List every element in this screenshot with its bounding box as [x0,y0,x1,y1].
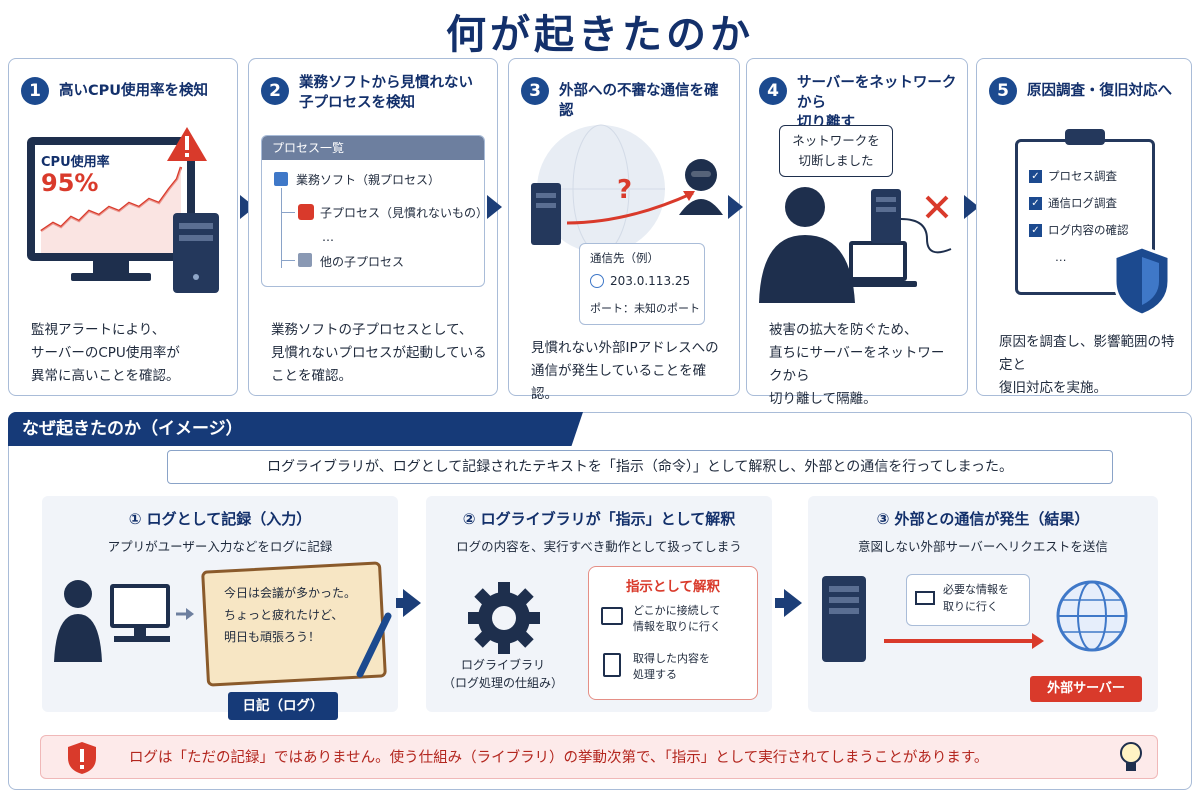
shield-icon [1113,245,1171,317]
destination-ip: 203.0.113.25 [610,274,691,288]
page-title: 何が起きたのか [446,12,754,58]
globe-icon [531,124,723,253]
panel-log-record: ① ログとして記録（入力） アプリがユーザー入力などをログに記録 今日は会議が多… [42,496,398,720]
diary-text: 今日は会議が多かった。 ちょっと疲れたけど、 明日も頑張ろう！ [224,582,356,648]
checkbox-icon: ✓ [1029,224,1042,237]
user-at-computer-icon [54,580,194,662]
step-title: 外部への不審な通信を確認 [559,83,719,119]
flow-arrow [403,589,421,617]
step-title: 高いCPU使用率を検知 [59,83,209,99]
why-summary: ログライブラリが、ログとして記録されたテキストを「指示（命令）」として解釈し、外… [167,450,1113,484]
step-description: 被害の拡大を防ぐため、 直ちにサーバーをネットワークから 切り離して隔離。 [769,322,945,407]
panel-title: ③ 外部との通信が発生（結果） [876,510,1090,528]
step-title: 業務ソフトから見慣れない 子プロセスを検知 [299,75,473,111]
step-card-4: 4 サーバーをネットワークから 切り離す ネットワークを 切断しました 被害の拡… [746,58,968,407]
step-number: 2 [261,77,289,105]
parent-process: 業務ソフト（親プロセス） [296,173,441,187]
diary-line: 明日も頑張ろう！ [224,630,321,644]
document-list-icon [603,653,621,677]
step-number: 1 [21,77,49,105]
mail-icon [915,591,935,605]
step-card-1: 1 高いCPU使用率を検知 CPU使用率 95% 監視アラートにより、 サーバー… [8,58,238,396]
flow-arrow [784,589,802,617]
step-description: 業務ソフトの子プロセスとして、 見慣れないプロセスが起動している ことを確認。 [271,322,487,384]
bubble-item: どこかに接続して 情報を取りに行く [633,604,721,633]
step-card-2: 2 業務ソフトから見慣れない 子プロセスを検知 プロセス一覧 業務ソフト（親プロ… [248,58,498,396]
diary-label: 日記（ログ） [228,692,338,720]
malware-process-icon [298,204,314,220]
pen-icon [356,612,392,678]
process-icon [298,253,312,267]
question-mark: ? [617,175,633,205]
panel-subtitle: ログの内容を、実行すべき動作として扱ってしまう [456,539,742,554]
diary-line: ちょっと疲れたけど、 [224,608,344,622]
checkbox-icon: ✓ [1029,197,1042,210]
process-ellipsis: … [322,230,334,244]
external-server-label: 外部サーバー [1030,676,1142,702]
step-number: 4 [759,77,787,105]
speech-bubble: ネットワークを 切断しました [779,125,893,177]
request-box: 必要な情報を 取りに行く [906,574,1030,626]
warning-shield-icon [68,742,96,774]
checklist-item: ✓プロセス調査 [1029,163,1129,190]
step-title: サーバーをネットワークから 切り離す [797,75,957,131]
flow-arrow [487,195,502,219]
cpu-value: 95% [41,169,99,197]
request-arrow [1032,633,1044,649]
parent-process-icon [274,172,288,186]
lightbulb-icon [1120,742,1142,771]
library-label: ログライブラリ （ログ処理の仕組み） [442,658,563,690]
destination-label: 通信先（例） [590,251,659,265]
step-number: 3 [521,77,549,105]
cpu-monitor-icon [27,127,219,293]
diary-line: 今日は会議が多かった。 [224,586,357,600]
step-title: 原因調査・復旧対応へ [1027,83,1172,99]
checkbox-icon: ✓ [1029,170,1042,183]
flow-arrow [728,195,743,219]
child-process: 子プロセス（見慣れないもの） [320,206,485,220]
interpret-bubble: 指示として解釈 どこかに接続して 情報を取りに行く 取得した内容を 処理する [588,566,758,700]
panel-interpret: ② ログライブラリが「指示」として解釈 ログの内容を、実行すべき動作として扱って… [426,496,772,712]
process-list-header: プロセス一覧 [262,136,484,160]
step-description: 原因を調査し、影響範囲の特定と 復旧対応を実施。 [999,334,1175,396]
bubble-item: 取得した内容を 処理する [633,652,710,681]
cpu-label: CPU使用率 [41,155,110,170]
destination-box: 通信先（例） 203.0.113.25 ポート：未知のポート [579,243,705,325]
step-card-5: 5 原因調査・復旧対応へ ✓プロセス調査 ✓通信ログ調査 ✓ログ内容の確認 … … [976,58,1192,396]
checklist: ✓プロセス調査 ✓通信ログ調査 ✓ログ内容の確認 … [1029,163,1129,271]
gear-icon [468,582,540,654]
request-text: 必要な情報を 取りに行く [943,583,1009,613]
panel-title: ① ログとして記録（入力） [128,510,312,528]
panel-title: ② ログライブラリが「指示」として解釈 [462,510,736,528]
why-header: なぜ起きたのか（イメージ） [8,412,583,446]
checklist-ellipsis: … [1055,250,1067,264]
panel-result: ③ 外部との通信が発生（結果） 意図しない外部サーバーへリクエストを送信 必要な… [808,496,1158,712]
step-card-3: 3 外部への不審な通信を確認 ? 通信先（例） 203.0.113.25 ポート… [508,58,740,402]
globe-icon [590,274,604,288]
bubble-title: 指示として解釈 [625,579,721,595]
flow-arrow [964,195,979,219]
panel-subtitle: 意図しない外部サーバーへリクエストを送信 [858,539,1108,554]
checklist-item: ✓ログ内容の確認 [1029,217,1129,244]
other-process: 他の子プロセス [320,255,405,269]
warning-bar: ログは「ただの記録」ではありません。使う仕組み（ライブラリ）の挙動次第で、「指示… [40,735,1158,779]
destination-port: ポート：未知のポート [590,302,700,315]
server-icon [822,576,866,662]
laptop-icon [601,607,623,625]
step-description: 見慣れない外部IPアドレスへの 通信が発生していることを確認。 [531,340,719,402]
panel-subtitle: アプリがユーザー入力などをログに記録 [107,539,333,554]
step-description: 監視アラートにより、 サーバーのCPU使用率が 異常に高いことを確認。 [31,322,180,384]
checklist-item: ✓通信ログ調査 [1029,190,1129,217]
globe-icon [1056,580,1128,652]
operator-icon [759,187,952,303]
warning-text: ログは「ただの記録」ではありません。使う仕組み（ライブラリ）の挙動次第で、「指示… [129,750,989,766]
process-list: プロセス一覧 業務ソフト（親プロセス） 子プロセス（見慣れないもの） … 他の子… [261,135,485,287]
step-number: 5 [989,77,1017,105]
